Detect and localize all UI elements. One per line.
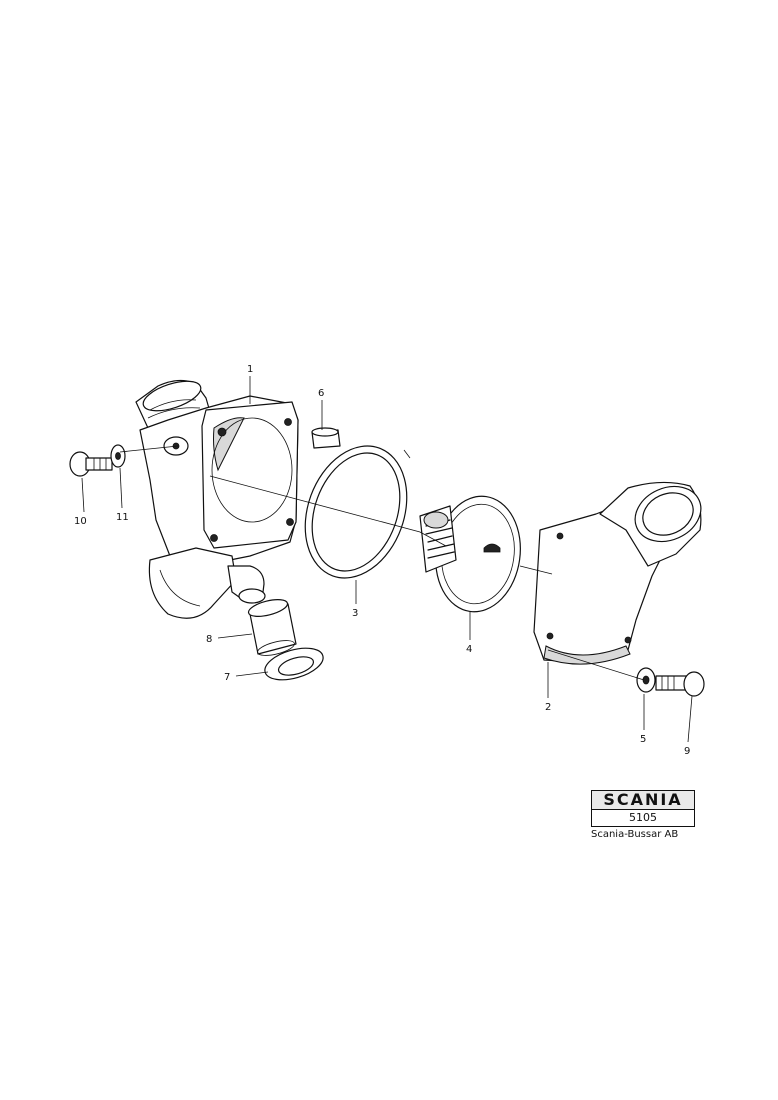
label-part-10: 10 — [74, 516, 87, 527]
publisher-stamp: SCANIA 5105 Scania-Bussar AB — [591, 790, 695, 840]
outlet-cover — [533, 481, 702, 665]
label-part-9: 9 — [684, 746, 690, 757]
part-number-labels: 1 6 3 4 2 5 9 10 11 8 7 — [74, 364, 690, 757]
label-part-6: 6 — [318, 388, 324, 399]
label-part-3: 3 — [352, 608, 358, 619]
label-part-1: 1 — [247, 364, 253, 375]
label-part-11: 11 — [116, 512, 129, 523]
drawing-code: 5105 — [591, 810, 695, 827]
label-part-7: 7 — [224, 672, 230, 683]
washer — [636, 667, 656, 693]
bolt-left — [69, 451, 113, 477]
washer-left — [110, 444, 126, 468]
company-name: Scania-Bussar AB — [591, 829, 679, 840]
hose-sleeve — [247, 599, 297, 656]
bolt-right — [655, 671, 705, 697]
thermostat-housing — [135, 379, 299, 619]
o-ring-gasket — [304, 445, 408, 579]
thermostat — [419, 495, 521, 613]
part-6-seal — [311, 427, 341, 449]
assembly-axis-line — [119, 445, 645, 681]
scania-logo: SCANIA — [591, 790, 695, 810]
label-part-4: 4 — [466, 644, 472, 655]
label-part-8: 8 — [206, 634, 212, 645]
leader-lines — [81, 376, 693, 743]
label-part-2: 2 — [545, 702, 551, 713]
label-part-5: 5 — [640, 734, 646, 745]
